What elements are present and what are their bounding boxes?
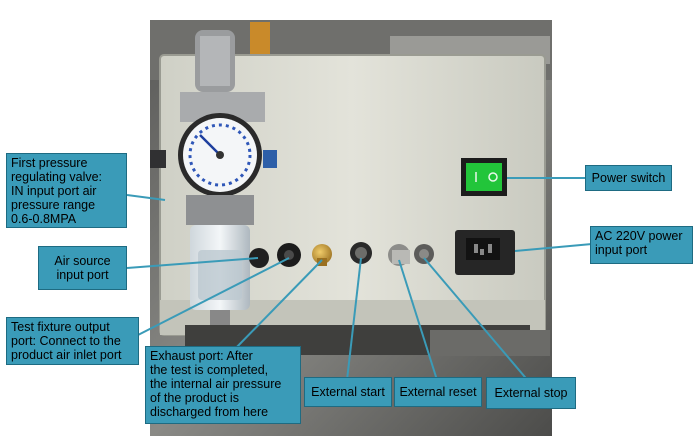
callout-test-fixture-output-port: Test fixture output port: Connect to the… (6, 317, 139, 365)
callout-first-pressure-valve: First pressure regulating valve: IN inpu… (6, 153, 127, 228)
leader-lines (126, 177, 593, 384)
callout-air-source-input-port: Air source input port (38, 246, 127, 290)
callout-power-switch: Power switch (585, 165, 672, 191)
callout-external-reset: External reset (394, 377, 482, 407)
air-source-port (249, 248, 269, 268)
callout-exhaust-port: Exhaust port: After the test is complete… (145, 346, 301, 424)
callout-ac-power-input-port: AC 220V power input port (590, 226, 693, 264)
callout-external-start: External start (304, 377, 392, 407)
callout-external-stop: External stop (486, 377, 576, 409)
